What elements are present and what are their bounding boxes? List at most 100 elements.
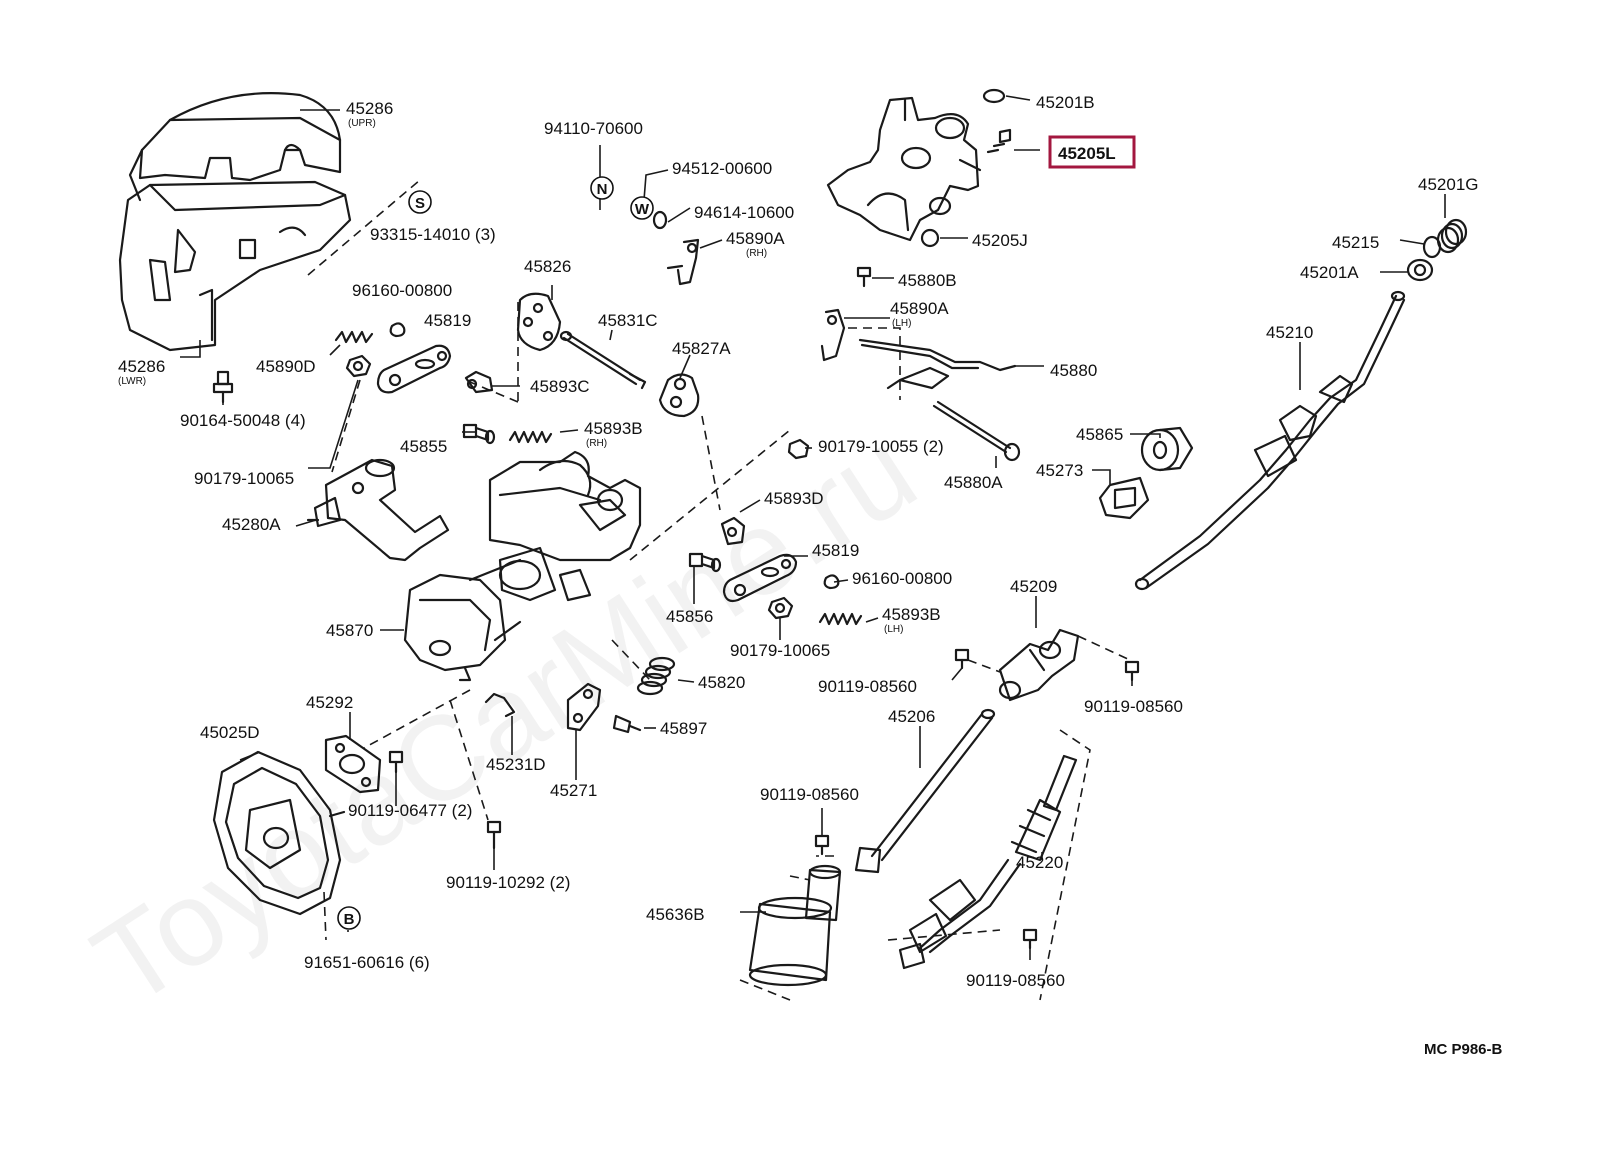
boot-plate-45025D	[212, 750, 346, 916]
label-45893B-rh: 45893B	[584, 419, 643, 438]
label-45870: 45870	[326, 621, 373, 640]
label-45292: 45292	[306, 693, 353, 712]
plate-45827A	[658, 373, 700, 418]
label-96160-mid: 96160-00800	[852, 569, 952, 588]
diagram-code: MC P986-B	[1424, 1041, 1503, 1058]
column-cover-lower	[118, 180, 352, 352]
label-45286-upr-sub: (UPR)	[348, 118, 376, 129]
label-94512: 94512-00600	[672, 159, 772, 178]
symbol-b-text: B	[344, 911, 355, 928]
lever-45890A-rh	[666, 238, 700, 286]
screw-90164	[212, 370, 234, 404]
main-shaft-45210	[1134, 290, 1406, 591]
label-96160-top: 96160-00800	[352, 281, 452, 300]
bolt-90119-c	[814, 834, 830, 856]
label-45286-lwr: 45286	[118, 357, 165, 376]
label-45201A: 45201A	[1300, 263, 1359, 282]
label-45890A-lh: 45890A	[890, 299, 949, 318]
bolt-90119-a	[954, 648, 970, 670]
label-90179-low: 90179-10065	[730, 641, 830, 660]
symbol-n-text: N	[597, 181, 608, 198]
label-45209: 45209	[1010, 577, 1057, 596]
column-tube-45870	[403, 450, 642, 682]
label-45865: 45865	[1076, 425, 1123, 444]
label-91651: 91651-60616 (6)	[304, 953, 430, 972]
label-45820: 45820	[698, 673, 745, 692]
plate-45826	[516, 292, 562, 352]
label-90179-mid: 90179-10055 (2)	[818, 437, 944, 456]
symbol-b: B	[337, 906, 361, 930]
bolt-90119-b	[1124, 660, 1140, 682]
label-45210: 45210	[1266, 323, 1313, 342]
label-90164: 90164-50048 (4)	[180, 411, 306, 430]
label-90119-b: 90119-08560	[1084, 697, 1183, 716]
nut-90179-left	[345, 354, 372, 378]
part-45205J	[920, 228, 940, 248]
label-90119-a: 90119-08560	[818, 677, 917, 696]
bolt-45856	[688, 552, 722, 573]
bolt-45855	[462, 423, 496, 445]
part-drawings	[118, 88, 1468, 987]
label-45880A: 45880A	[944, 473, 1003, 492]
label-94614: 94614-10600	[694, 203, 794, 222]
label-90119-c: 90119-08560	[760, 785, 859, 804]
label-45855: 45855	[400, 437, 447, 456]
label-45827A: 45827A	[672, 339, 731, 358]
label-45271: 45271	[550, 781, 597, 800]
joint-45209	[998, 628, 1080, 702]
ring-45201B	[982, 88, 1006, 104]
label-45231D: 45231D	[486, 755, 546, 774]
bushing-45273	[1098, 476, 1150, 520]
rod-45880	[858, 338, 1017, 390]
label-45206: 45206	[888, 707, 935, 726]
ring-45215	[1422, 235, 1442, 259]
label-45201G: 45201G	[1418, 175, 1479, 194]
bearing-45201A	[1406, 258, 1434, 282]
shaft-45220	[898, 754, 1078, 970]
label-45890A-rh: 45890A	[726, 229, 785, 248]
spring-45201G	[1436, 218, 1468, 254]
label-45286-lwr-sub: (LWR)	[118, 376, 146, 387]
plate-45271	[566, 682, 602, 732]
label-45636B: 45636B	[646, 905, 705, 924]
label-45819-top: 45819	[424, 311, 471, 330]
lock-housing-45205	[826, 96, 982, 242]
label-45893B-lh: 45893B	[882, 605, 941, 624]
label-45025D: 45025D	[200, 723, 260, 742]
nut-90179-low	[767, 596, 794, 620]
label-45893B-rh-sub: (RH)	[586, 438, 607, 449]
bolt-90119-06477	[388, 750, 404, 774]
part-labels: 45286 (UPR) 45286 (LWR) 93315-14010 (3) …	[118, 93, 1479, 990]
bolt-45880A	[932, 400, 1021, 462]
screw-45205L	[986, 128, 1012, 154]
label-90119-10292: 90119-10292 (2)	[446, 873, 570, 892]
stopper-45893D	[720, 516, 746, 546]
lever-45819-top	[376, 344, 452, 394]
label-45890A-rh-sub: (RH)	[746, 248, 767, 259]
label-45893D: 45893D	[764, 489, 824, 508]
label-45897: 45897	[660, 719, 707, 738]
bolt-90119-10292	[486, 820, 502, 850]
label-45220: 45220	[1016, 853, 1063, 872]
label-94110: 94110-70600	[544, 119, 643, 138]
label-45890D: 45890D	[256, 357, 316, 376]
lever-45890A-lh	[820, 308, 846, 362]
label-45205L: 45205L	[1058, 144, 1116, 163]
label-45826: 45826	[524, 257, 571, 276]
bushing-45865	[1140, 426, 1194, 472]
symbol-s-text: S	[415, 195, 425, 212]
label-93315: 93315-14010 (3)	[370, 225, 496, 244]
highlight-box-45205L	[1048, 135, 1136, 169]
symbol-s: S	[408, 190, 432, 214]
label-90179-left: 90179-10065	[194, 469, 294, 488]
bracket-45292	[324, 734, 382, 794]
screw-45897	[612, 714, 642, 734]
cover-45636B	[748, 864, 842, 987]
screw-45880B	[856, 266, 872, 288]
label-45856: 45856	[666, 607, 713, 626]
dashed-lines	[307, 179, 1131, 1001]
label-45286-upr: 45286	[346, 99, 393, 118]
shaft-45206	[854, 708, 996, 874]
label-45831C: 45831C	[598, 311, 658, 330]
